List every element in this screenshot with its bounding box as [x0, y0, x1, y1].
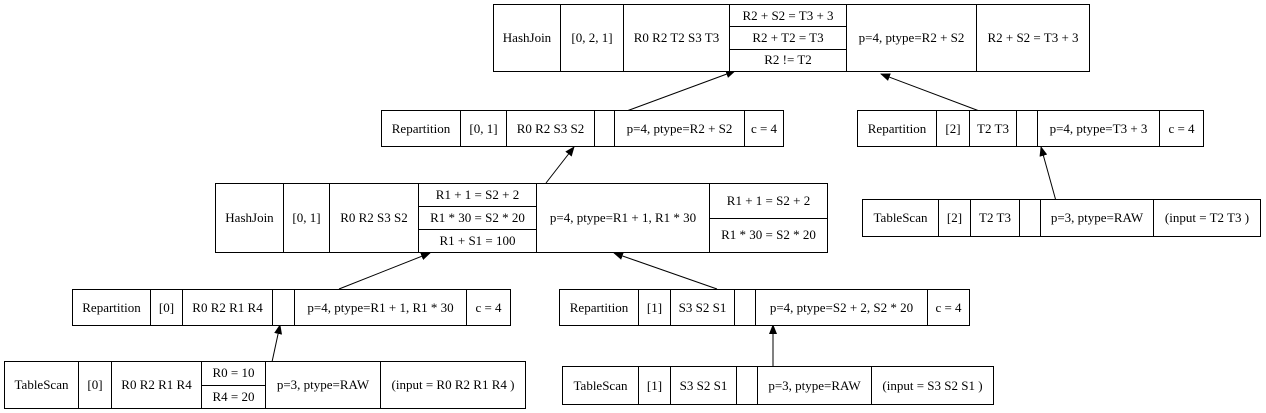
empty-cell [272, 290, 294, 325]
operator-label: HashJoin [502, 30, 552, 45]
edge-scan-t-to-repart-right [1039, 146, 1057, 202]
predicate-stack: R0 = 10 R4 = 20 [201, 362, 265, 408]
edge-repart-left-to-root [623, 70, 736, 113]
empty-cell [1016, 111, 1037, 146]
partition-label: p=4, ptype=R1 + 1, R1 * 30 [294, 290, 466, 325]
empty-cell [734, 290, 755, 325]
partition-label: p=3, ptype=RAW [1040, 200, 1153, 236]
edge-repart-r-to-mid-join [338, 252, 431, 290]
partition-label: p=4, ptype=R2 + S2 [614, 111, 744, 146]
node-repartition-left: Repartition [0, 1] R0 R2 S3 S2 p=4, ptyp… [381, 110, 784, 147]
edge-scan-r-to-repart-r [271, 324, 283, 363]
operator-label: Repartition [867, 120, 927, 136]
extra-label: c = 4 [466, 290, 510, 325]
extra-label: c = 4 [927, 290, 969, 325]
operator-label: TableScan [573, 377, 628, 393]
columns-label: T2 T3 [970, 200, 1019, 236]
columns-label: R0 R2 R1 R4 [111, 362, 201, 408]
columns-label: T2 T3 [969, 111, 1016, 146]
columns-label: R0 R2 S3 S2 [506, 111, 594, 146]
columns-label: R0 R2 T2 S3 T3 [623, 5, 729, 71]
predicate-stack: R1 + 1 = S2 + 2 R1 * 30 = S2 * 20 R1 + S… [418, 184, 536, 252]
empty-cell [736, 367, 757, 404]
node-repartition-s: Repartition [1] S3 S2 S1 p=4, ptype=S2 +… [559, 289, 970, 326]
predicate-1: R1 + 1 = S2 + 2 [435, 187, 520, 202]
extra-label: c = 4 [744, 111, 783, 146]
node-tablescan-r: TableScan [0] R0 R2 R1 R4 R0 = 10 R4 = 2… [4, 361, 526, 409]
node-repartition-r: Repartition [0] R0 R2 R1 R4 p=4, ptype=R… [72, 289, 511, 326]
extra-stack: R1 + 1 = S2 + 2 R1 * 30 = S2 * 20 [709, 184, 827, 252]
edge-repart-s-to-mid-join [613, 252, 718, 290]
node-mid-hashjoin: HashJoin [0, 1] R0 R2 S3 S2 R1 + 1 = S2 … [215, 183, 828, 253]
empty-cell [594, 111, 614, 146]
index-label: [2] [936, 111, 969, 146]
partition-label: p=4, ptype=R2 + S2 [846, 5, 976, 71]
operator-label: Repartition [569, 299, 629, 315]
columns-label: R0 R2 S3 S2 [329, 184, 418, 252]
index-label: [0] [78, 362, 111, 408]
index-label: [0, 2, 1] [560, 5, 623, 71]
operator-label: Repartition [391, 120, 451, 136]
index-label: [0, 1] [460, 111, 506, 146]
operator-label: Repartition [82, 299, 141, 315]
partition-label: p=4, ptype=T3 + 3 [1037, 111, 1159, 146]
node-tablescan-t: TableScan [2] T2 T3 p=3, ptype=RAW (inpu… [862, 199, 1261, 237]
columns-label: R0 R2 R1 R4 [182, 290, 272, 325]
node-repartition-right: Repartition [2] T2 T3 p=4, ptype=T3 + 3 … [857, 110, 1204, 147]
partition-label: p=4, ptype=S2 + 2, S2 * 20 [755, 290, 927, 325]
partition-label: p=3, ptype=RAW [265, 362, 380, 408]
predicate-2: R1 * 30 = S2 * 20 [419, 206, 536, 229]
predicate-1: R0 = 10 [212, 365, 255, 381]
extra-label: (input = R0 R2 R1 R4 ) [380, 362, 525, 408]
empty-cell [1019, 200, 1040, 236]
node-root-hashjoin: HashJoin [0, 2, 1] R0 R2 T2 S3 T3 R2 + S… [493, 4, 1090, 72]
extra-label: (input = T2 T3 ) [1153, 200, 1260, 236]
node-tablescan-s: TableScan [1] S3 S2 S1 p=3, ptype=RAW (i… [562, 366, 994, 405]
columns-label: S3 S2 S1 [670, 290, 734, 325]
predicate-2: R2 + T2 = T3 [730, 26, 846, 48]
index-label: [1] [638, 290, 670, 325]
extra-2: R1 * 30 = S2 * 20 [710, 217, 827, 253]
partition-label: p=4, ptype=R1 + 1, R1 * 30 [536, 184, 709, 252]
extra-label: c = 4 [1159, 111, 1203, 146]
operator-label: TableScan [14, 377, 69, 392]
extra-label: R2 + S2 = T3 + 3 [976, 5, 1089, 71]
edge-mid-join-to-repart-left [545, 146, 575, 184]
predicate-1: R2 + S2 = T3 + 3 [742, 7, 834, 23]
extra-label: (input = S3 S2 S1 ) [871, 367, 993, 404]
index-label: [1] [638, 367, 670, 404]
extra-1: R1 + 1 = S2 + 2 [726, 192, 811, 208]
operator-label: HashJoin [225, 210, 274, 225]
index-label: [0, 1] [283, 184, 329, 252]
predicate-3: R2 != T2 [730, 48, 846, 71]
partition-label: p=3, ptype=RAW [757, 367, 871, 404]
columns-label: S3 S2 S1 [670, 367, 736, 404]
edge-repart-right-to-root [880, 73, 983, 113]
predicate-2: R4 = 20 [202, 384, 265, 409]
operator-label: TableScan [873, 210, 928, 225]
predicate-stack: R2 + S2 = T3 + 3 R2 + T2 = T3 R2 != T2 [729, 5, 846, 71]
index-label: [2] [938, 200, 970, 236]
predicate-3: R1 + S1 = 100 [419, 229, 536, 252]
index-label: [0] [150, 290, 182, 325]
